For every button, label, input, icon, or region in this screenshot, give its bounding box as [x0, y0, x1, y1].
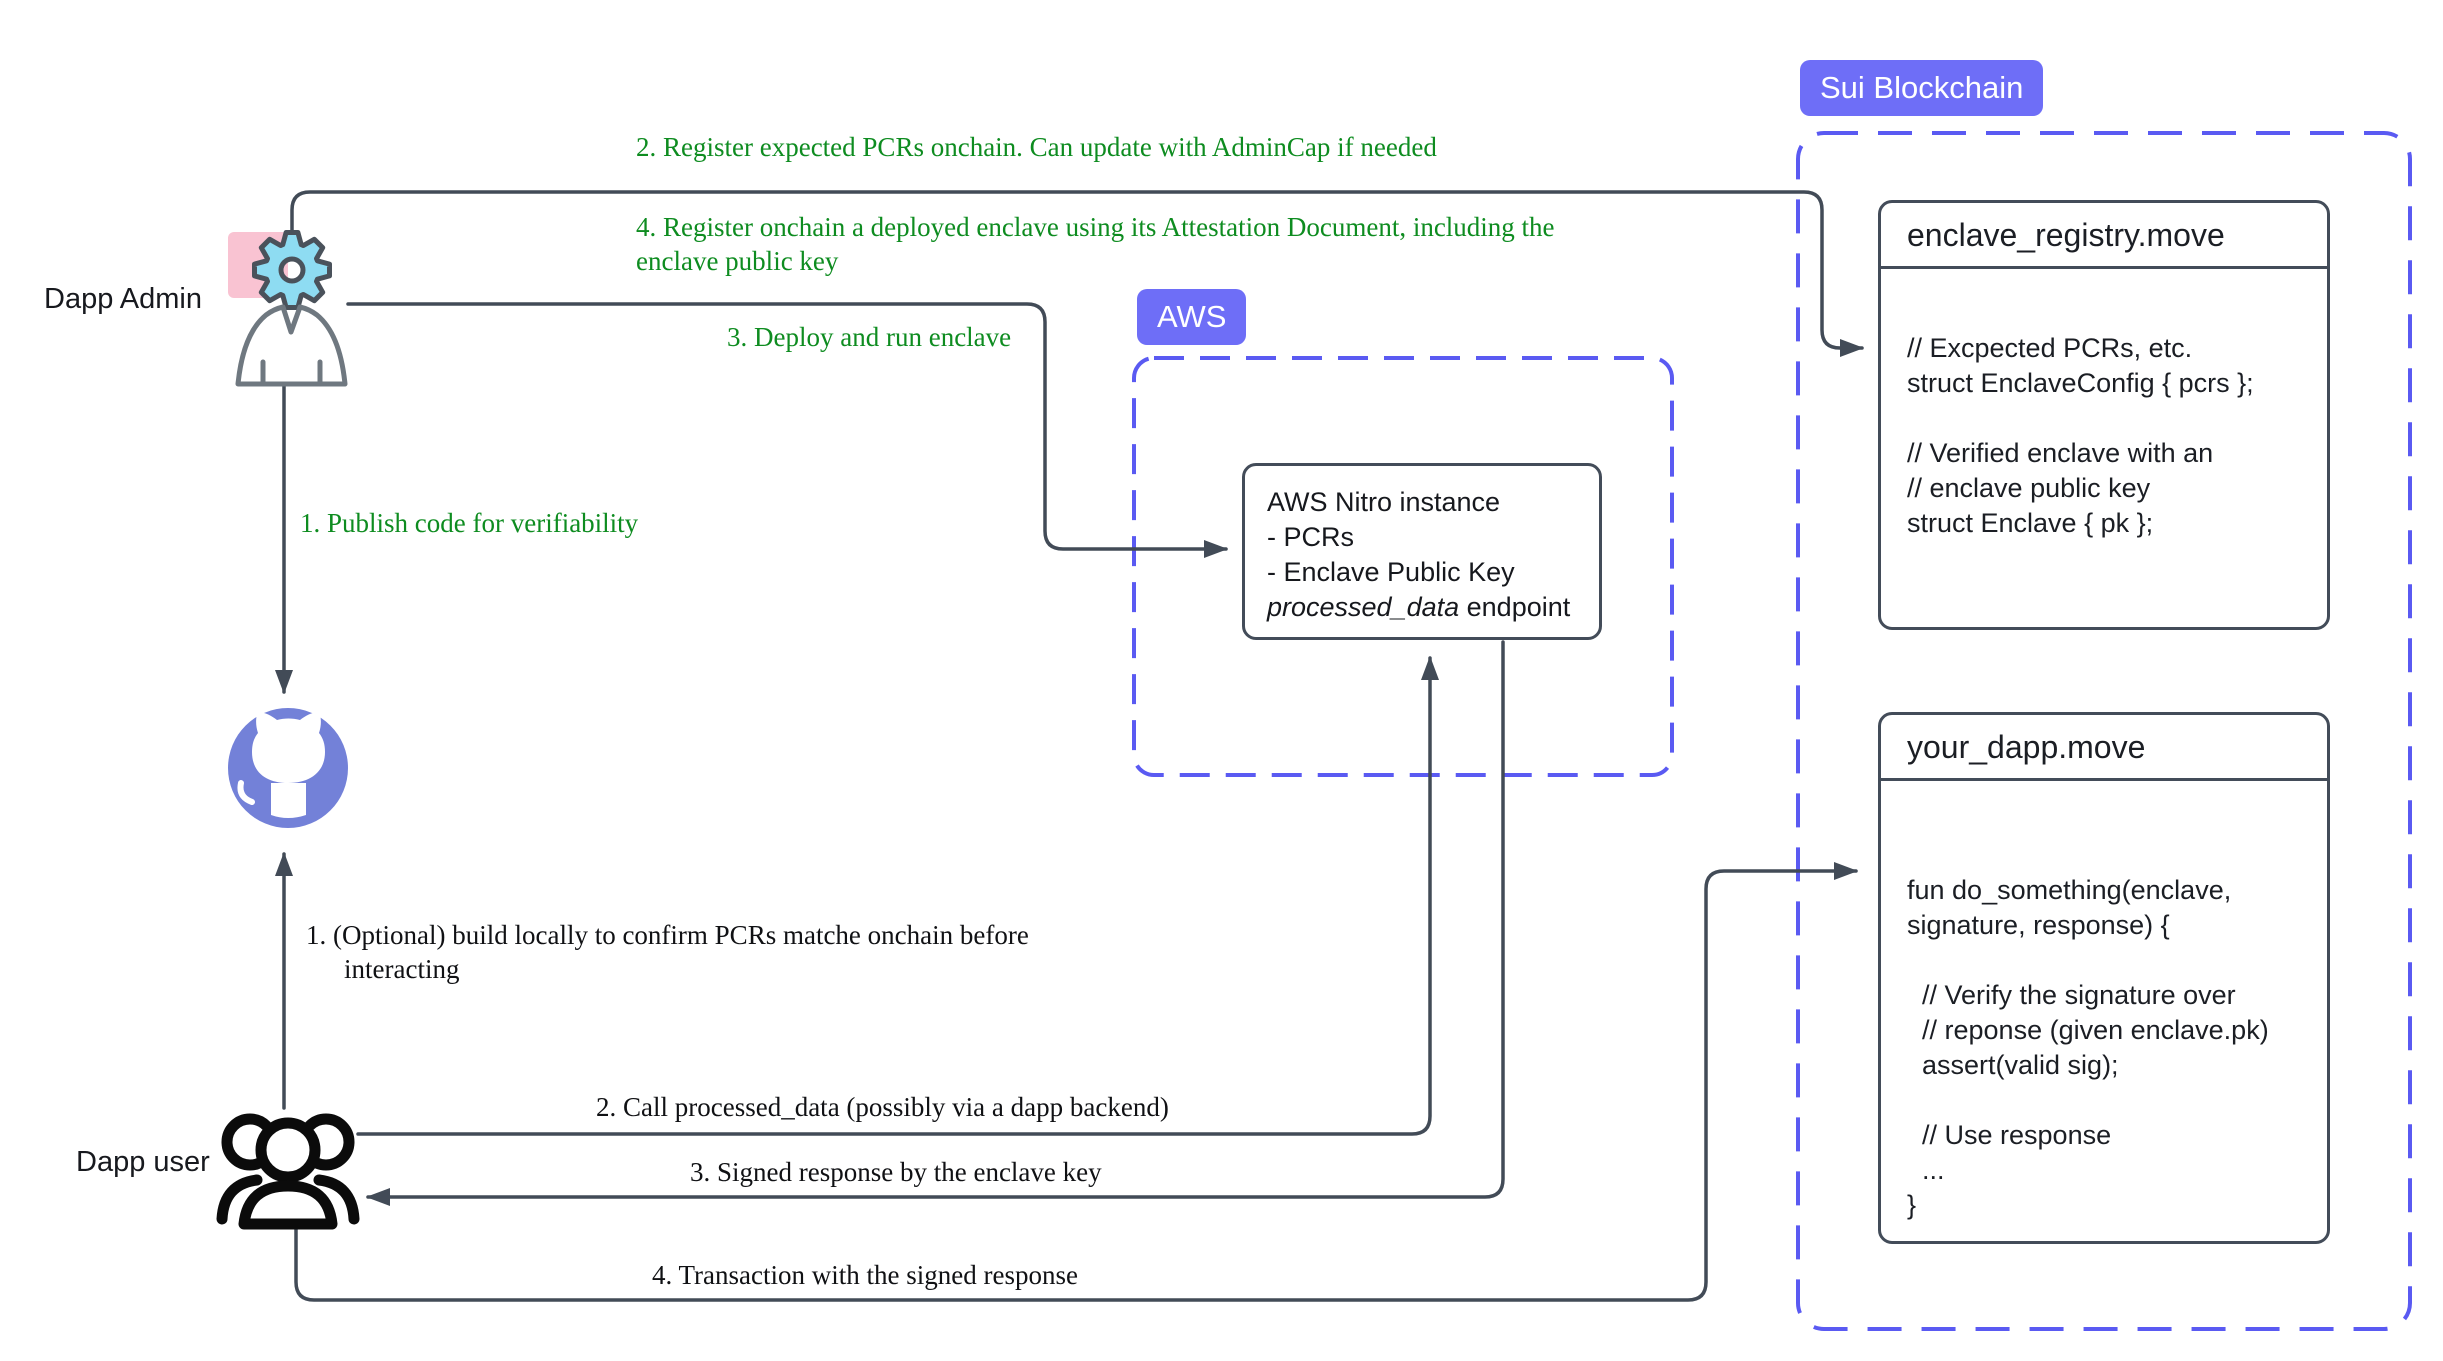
code-line: // Verified enclave with an	[1907, 438, 2214, 468]
code-line: ...	[1907, 1155, 1945, 1185]
code-line: // Use response	[1907, 1120, 2112, 1150]
dapp-user-label: Dapp user	[76, 1146, 210, 1178]
code-line: // enclave public key	[1907, 473, 2151, 503]
code-line: - Enclave Public Key	[1267, 557, 1515, 587]
code-line	[1907, 1083, 2307, 1118]
code-line: AWS Nitro instance	[1267, 487, 1501, 517]
arrow-transaction	[294, 862, 1858, 1302]
code-line: // Verify the signature over	[1907, 980, 2236, 1010]
aws-dashed-container	[1132, 356, 1674, 777]
arrow-register-pcrs	[290, 190, 1864, 357]
annotation-optional-build: 1. (Optional) build locally to confirm P…	[306, 920, 1029, 984]
arrow-call-processed-data	[356, 656, 1439, 1136]
sui-dashed-container	[1796, 131, 2412, 1331]
your-dapp-title: your_dapp.move	[1881, 715, 2327, 781]
code-line: }	[1907, 1190, 1917, 1220]
code-line	[1907, 943, 2307, 978]
code-line: // reponse (given enclave.pk)	[1907, 1015, 2269, 1045]
your-dapp-box: your_dapp.move fun do_something(enclave,…	[1878, 712, 2330, 1244]
annotation-publish: 1. Publish code for verifiability	[300, 508, 639, 538]
annotation-call-processed: 2. Call processed_data (possibly via a d…	[596, 1092, 1169, 1122]
annotation-register-enclave: 4. Register onchain a deployed enclave u…	[636, 212, 1555, 276]
aws-badge: AWS	[1137, 289, 1247, 345]
aws-nitro-instance-box: AWS Nitro instance - PCRs - Enclave Public…	[1242, 463, 1602, 640]
code-line: - PCRs	[1267, 522, 1354, 552]
your-dapp-code: fun do_something(enclave, signature, resp…	[1881, 781, 2327, 1223]
code-line: fun do_something(enclave,	[1907, 875, 2232, 905]
code-line: signature, response) {	[1907, 910, 2170, 940]
endpoint-word: endpoint	[1459, 592, 1571, 622]
dapp-admin-label: Dapp Admin	[44, 283, 202, 315]
arrow-deploy-enclave	[346, 302, 1228, 558]
code-line	[1907, 401, 2307, 436]
code-line: assert(valid sig);	[1907, 1050, 2119, 1080]
annotation-transaction: 4. Transaction with the signed response	[652, 1260, 1078, 1290]
annotation-signed-response: 3. Signed response by the enclave key	[690, 1157, 1102, 1187]
nitro-endpoint-line: processed_data endpoint	[1267, 592, 1570, 623]
processed-data-endpoint: processed_data	[1267, 592, 1460, 622]
enclave-registry-title: enclave_registry.move	[1881, 203, 2327, 269]
code-line: struct Enclave { pk };	[1907, 508, 2154, 538]
github-icon	[228, 708, 348, 828]
nitro-box-lines: AWS Nitro instance - PCRs - Enclave Public…	[1245, 466, 1599, 591]
enclave-registry-box: enclave_registry.move // Excpected PCRs,…	[1878, 200, 2330, 630]
code-line: // Excpected PCRs, etc.	[1907, 333, 2193, 363]
code-line: struct EnclaveConfig { pcrs };	[1907, 368, 2254, 398]
enclave-registry-code: // Excpected PCRs, etc. struct EnclaveCon…	[1881, 269, 2327, 541]
annotation-register-pcrs: 2. Register expected PCRs onchain. Can u…	[636, 132, 1437, 162]
dapp-user-icon	[216, 1113, 360, 1230]
sui-blockchain-badge: Sui Blockchain	[1800, 60, 2044, 116]
dapp-admin-icon	[228, 230, 348, 387]
gear-icon	[252, 230, 332, 310]
annotation-deploy: 3. Deploy and run enclave	[727, 322, 1012, 352]
arrow-signed-response	[366, 640, 1505, 1206]
admin-person-icon	[235, 304, 348, 387]
